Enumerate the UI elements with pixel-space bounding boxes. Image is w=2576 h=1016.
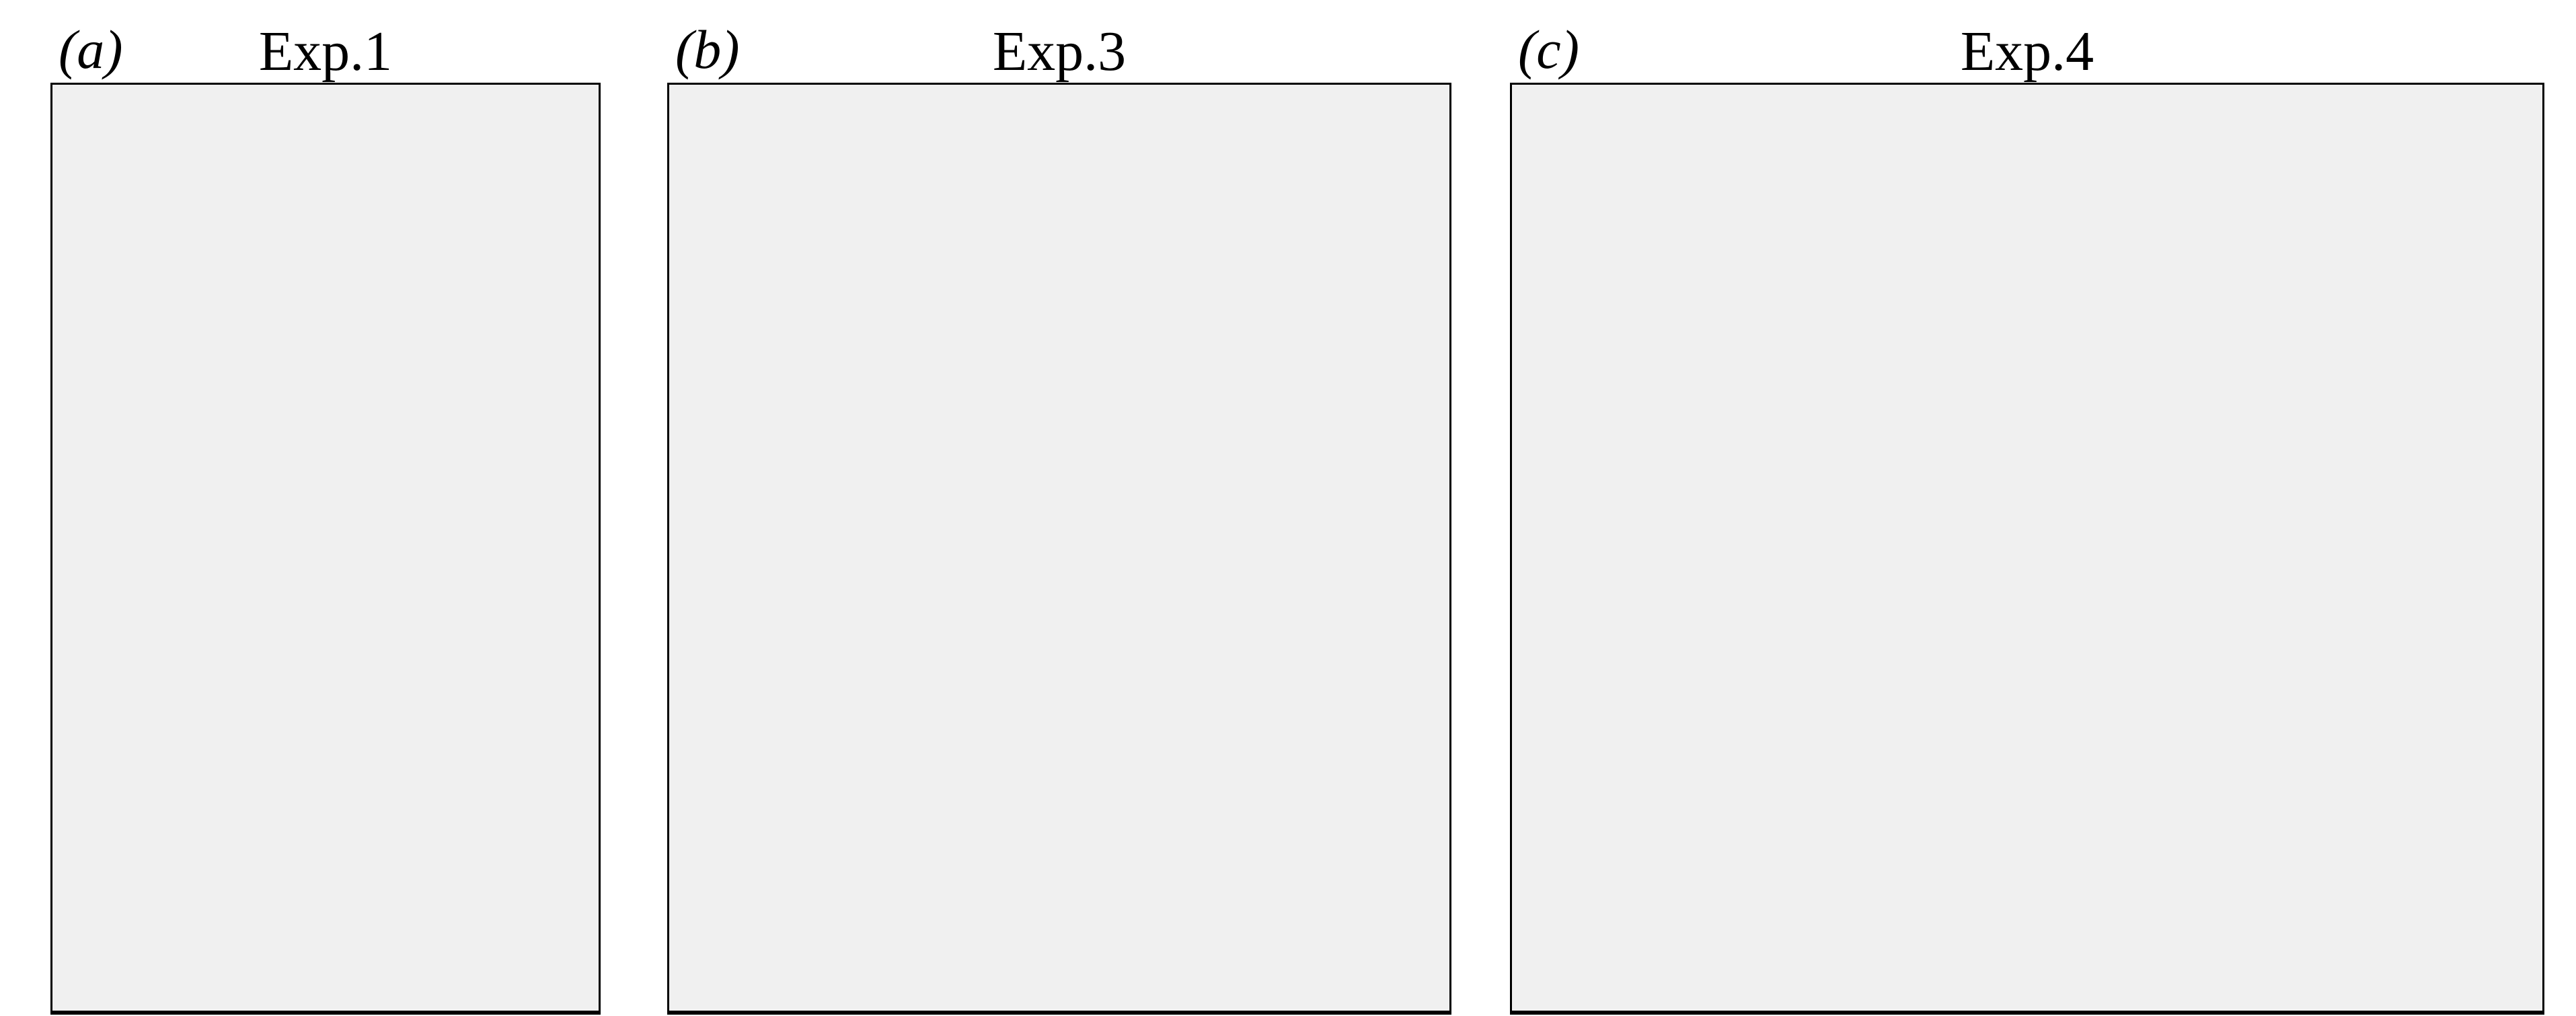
- panel-tag-a: (a): [59, 19, 123, 80]
- panel-tag-c: (c): [1518, 19, 1580, 80]
- panel-tag-b: (b): [675, 19, 740, 80]
- panel-exp4-header: (c) Exp.4: [1510, 17, 2544, 83]
- panel-exp4-box: [1510, 83, 2544, 1015]
- panel-title-exp3: Exp.3: [992, 20, 1127, 83]
- panel-title-exp4: Exp.4: [1960, 20, 2094, 83]
- panel-exp4: (c) Exp.4: [1510, 17, 2544, 1015]
- panel-exp3-header: (b) Exp.3: [667, 17, 1451, 83]
- panel-exp3-box: [667, 83, 1451, 1015]
- panel-exp1-header: (a) Exp.1: [50, 17, 601, 83]
- panel-title-exp1: Exp.1: [258, 20, 393, 83]
- panel-exp1-box: [50, 83, 601, 1015]
- panel-exp3: (b) Exp.3: [667, 17, 1451, 1015]
- panel-exp1: (a) Exp.1: [50, 17, 601, 1015]
